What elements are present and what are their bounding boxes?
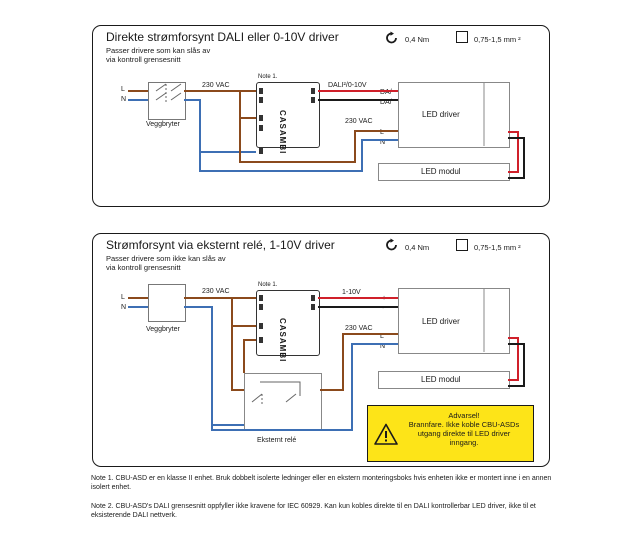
mains-voltage-label: 230 VAC <box>202 82 230 89</box>
terminal-marks <box>259 88 315 343</box>
control-minus-label: - <box>382 305 385 312</box>
driver-N-label: N <box>380 343 386 350</box>
driver-L-label: L <box>380 333 384 340</box>
external-relay-label: Eksternt relé <box>257 437 297 444</box>
panel-subtitle-line1: Passer drivere som ikke kan slås av <box>106 254 226 263</box>
line-N-label: N <box>121 96 127 103</box>
p2-driver-neutral-wire <box>211 343 398 431</box>
rotate-torque-icon <box>386 31 397 44</box>
torque-value: 0,4 Nm <box>405 35 430 44</box>
panel-subtitle-line1: Passer drivere som kan slås av <box>106 46 211 55</box>
line-N-label: N <box>121 304 127 311</box>
p1-led-minus-wire <box>508 137 525 179</box>
panel-title: Strømforsynt via eksternt relé, 1-10V dr… <box>106 238 335 252</box>
wire-size-value: 0,75-1,5 mm ² <box>474 35 521 44</box>
casambi-module <box>256 82 320 148</box>
da-plus-label: DA/ <box>380 89 392 96</box>
panel-subtitle-line2: via kontroll grensesnitt <box>106 263 181 272</box>
warning-title: Advarsel! <box>448 411 480 420</box>
line-L-label: L <box>121 294 125 301</box>
warning-line3: inngang. <box>449 438 479 447</box>
p2-led-minus-wire <box>508 343 525 387</box>
note1-ref: Note 1. <box>258 282 278 288</box>
p1-neutral-out-wire <box>184 99 256 153</box>
led-module-label: LED modul <box>421 375 461 384</box>
wire-size-value: 0,75-1,5 mm ² <box>474 243 521 252</box>
p2-relay-coil-wire <box>243 339 256 373</box>
torque-value: 0,4 Nm <box>405 243 430 252</box>
wire-size-square-icon <box>456 239 468 251</box>
external-relay <box>244 373 322 431</box>
switch-contacts <box>155 83 301 405</box>
casambi-module <box>256 290 320 356</box>
driver-L-label: L <box>380 129 384 136</box>
panel-title: Direkte strømforsynt DALI eller 0-10V dr… <box>106 30 339 44</box>
note1-ref: Note 1. <box>258 74 278 80</box>
led-driver <box>398 288 510 354</box>
p1-live-branch <box>239 91 256 119</box>
p2-neutral-out-wire <box>184 306 244 426</box>
rotate-torque-icon <box>386 238 397 251</box>
wall-switch-label: Veggbryter <box>146 121 180 128</box>
warning-line1: Brannfare. Ikke koble CBU-ASDs <box>408 420 520 429</box>
note-2: Note 2. CBU-ASD's DALI grensesnitt oppfy… <box>91 503 536 519</box>
wire-size-square-icon <box>456 31 468 43</box>
led-module-label: LED modul <box>421 167 461 176</box>
wall-switch <box>148 284 186 322</box>
led-driver-label: LED driver <box>422 110 460 119</box>
warning-text: Advarsel! Brannfare. Ikke koble CBU-ASDs… <box>399 411 529 447</box>
p2-led-plus-wire <box>508 337 519 381</box>
dali-control-label: DALI²/0-10V <box>328 82 367 89</box>
control-voltage-label: 1-10V <box>342 289 361 296</box>
p1-led-plus-wire <box>508 131 519 173</box>
panel-subtitle-line2: via kontroll grensesnitt <box>106 55 181 64</box>
fire-warning-box: Advarsel! Brannfare. Ikke koble CBU-ASDs… <box>367 405 534 462</box>
p1-driver-neutral-wire <box>199 139 398 172</box>
warning-triangle-icon <box>374 423 398 445</box>
driver-mains-label: 230 VAC <box>345 118 373 125</box>
led-driver-label: LED driver <box>422 317 460 326</box>
note-1: Note 1. CBU-ASD er en klasse II enhet. B… <box>91 475 552 491</box>
wall-switch-label: Veggbryter <box>146 326 180 333</box>
mains-voltage-label: 230 VAC <box>202 288 230 295</box>
line-L-label: L <box>121 86 125 93</box>
p1-driver-live-wire <box>239 118 398 163</box>
p2-live-branch <box>231 298 244 391</box>
da-minus-label: DA/ <box>380 99 392 106</box>
led-driver <box>398 82 510 148</box>
driver-mains-label: 230 VAC <box>345 325 373 332</box>
warning-line2: utgang direkte til LED driver <box>417 429 511 438</box>
driver-N-label: N <box>380 139 386 146</box>
p2-driver-live-wire <box>320 333 398 391</box>
